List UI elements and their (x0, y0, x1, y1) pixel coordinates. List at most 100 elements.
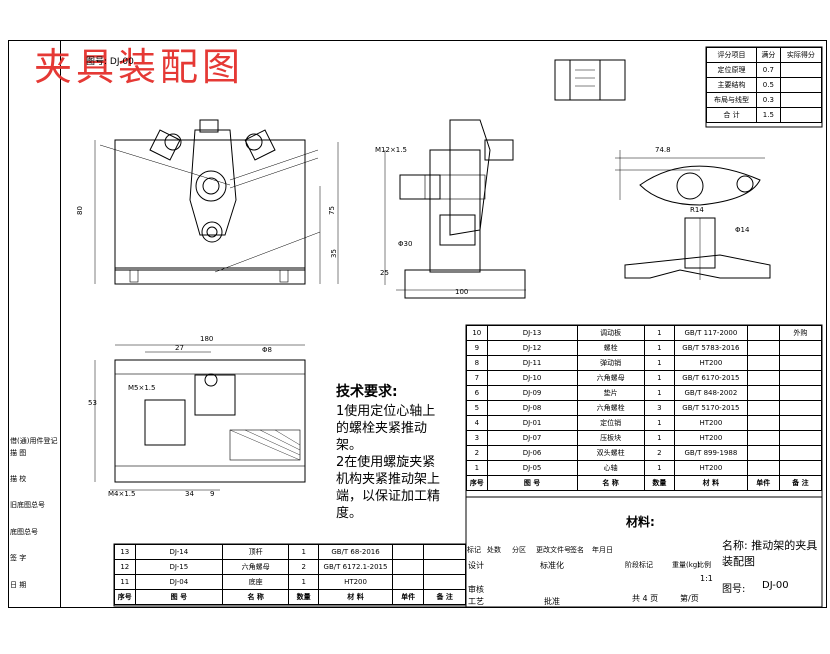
parts-cell: HT200 (674, 355, 748, 371)
lever-detail (615, 150, 765, 206)
dim-80: 80 (76, 206, 84, 215)
parts-cell: 定位销 (576, 415, 645, 431)
dim-53: 53 (88, 399, 97, 407)
date: 年月日 (592, 546, 613, 554)
parts-cell (778, 355, 823, 371)
parts-header-name: 名 称 (576, 475, 645, 491)
material-label: 材料: (626, 515, 655, 529)
process: 工艺 (468, 597, 484, 606)
score-header: 评分项目 (706, 47, 757, 63)
parts-cell: DJ-10 (486, 370, 578, 386)
parts-cell (778, 460, 823, 476)
bushing-detail (624, 217, 771, 280)
dim-phi8: Φ8 (262, 346, 272, 354)
parts-cell: 1 (643, 355, 676, 371)
parts-cell: 心轴 (576, 460, 645, 476)
parts-cell: 1 (643, 460, 676, 476)
plan-view (94, 344, 306, 491)
parts-cell: 1 (288, 574, 320, 590)
parts-cell: 6 (466, 385, 488, 401)
parts-cell: 10 (466, 325, 488, 341)
ratio-label: 比例 (697, 561, 711, 569)
parts-cell: 2 (288, 559, 320, 575)
dim-25: 25 (380, 269, 389, 277)
approve: 批准 (544, 597, 560, 606)
parts-cell: GB/T 899-1988 (674, 445, 748, 461)
parts-cell: 弹动销 (576, 355, 645, 371)
score-header: 实际得分 (779, 47, 823, 63)
score-cell: 0.5 (756, 77, 781, 93)
parts-cell: 1 (288, 544, 320, 560)
parts-header-material: 材 料 (318, 589, 393, 605)
technical-requirements: 技术要求: 1使用定位心轴上的螺栓夹紧推动架。 2在使用螺旋夹紧机构夹紧推动架上… (336, 384, 448, 522)
parts-cell: GB/T 6172.1-2015 (318, 559, 393, 575)
parts-cell (778, 400, 823, 416)
dim-100: 100 (455, 288, 468, 296)
dim-9: 9 (210, 490, 214, 498)
parts-cell: 13 (114, 544, 136, 560)
parts-header-qty: 数量 (288, 589, 320, 605)
scale: 1:1 (700, 574, 713, 583)
parts-cell: DJ-06 (486, 445, 578, 461)
parts-cell: GB/T 5170-2015 (674, 400, 748, 416)
parts-header-weight: 单件 (391, 589, 425, 605)
mark: 标记 (467, 546, 481, 554)
parts-cell (391, 559, 425, 575)
parts-cell: GB/T 117-2000 (674, 325, 748, 341)
strip-item: 签 字 (10, 554, 27, 562)
parts-cell: 六角螺母 (222, 559, 290, 575)
dim-75: 75 (328, 206, 336, 215)
parts-cell (746, 340, 780, 356)
drawing-no-label: 图号: (722, 584, 746, 595)
parts-cell: 底座 (222, 574, 290, 590)
parts-cell: 2 (466, 445, 488, 461)
strip-item: 旧底图总号 (10, 501, 45, 509)
parts-cell: 顶杆 (222, 544, 290, 560)
parts-cell: 外购 (778, 325, 823, 341)
dim-34: 34 (185, 490, 194, 498)
parts-cell (423, 574, 466, 590)
score-cell: 布局与线型 (706, 92, 757, 108)
parts-cell: 3 (643, 400, 676, 416)
parts-header-qty: 数量 (643, 475, 676, 491)
parts-cell: 压板块 (576, 430, 645, 446)
parts-cell: DJ-13 (486, 325, 578, 341)
parts-cell: 8 (466, 355, 488, 371)
parts-cell (778, 430, 823, 446)
score-header: 满分 (756, 47, 781, 63)
parts-cell (391, 544, 425, 560)
dim-m5: M5×1.5 (128, 384, 156, 392)
parts-cell: DJ-12 (486, 340, 578, 356)
parts-cell (746, 355, 780, 371)
parts-header-remark: 备 注 (423, 589, 466, 605)
parts-cell: DJ-14 (134, 544, 224, 560)
parts-cell (778, 385, 823, 401)
parts-cell: HT200 (674, 430, 748, 446)
parts-cell: 六角螺母 (576, 370, 645, 386)
strip-item: 描 校 (10, 475, 27, 483)
score-cell: 1.5 (756, 107, 781, 123)
page-number: 第/页 (680, 594, 699, 603)
parts-cell: 1 (643, 325, 676, 341)
standardize: 标准化 (540, 561, 564, 570)
front-view (94, 119, 339, 285)
parts-cell: 2 (643, 445, 676, 461)
parts-cell: 垫片 (576, 385, 645, 401)
parts-header-material: 材 料 (674, 475, 748, 491)
dim-m4: M4×1.5 (108, 490, 136, 498)
parts-cell: 1 (643, 430, 676, 446)
parts-cell (746, 445, 780, 461)
strip-item: 借(通)用件登记 (10, 437, 58, 445)
parts-cell: DJ-15 (134, 559, 224, 575)
parts-cell: 双头螺柱 (576, 445, 645, 461)
dim-180: 180 (200, 335, 213, 343)
dim-r14: R14 (690, 206, 704, 214)
